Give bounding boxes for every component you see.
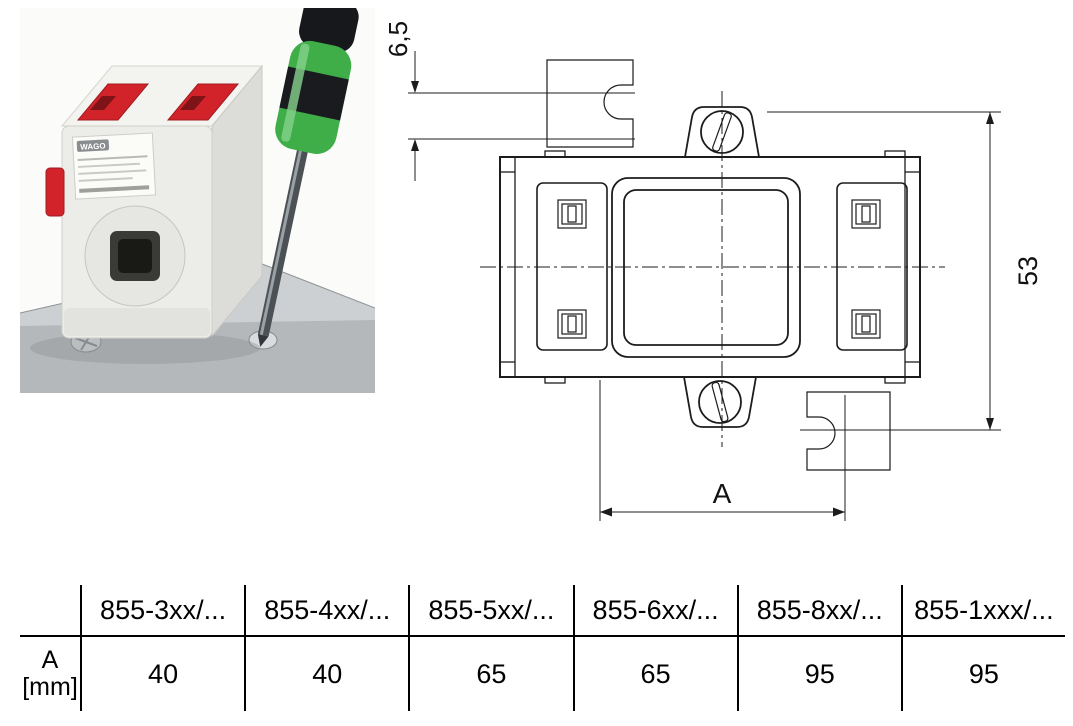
dimension-drawing-container: 6,5 53 A [385,5,1073,540]
right-terminal-block [836,182,908,351]
transformer-body-outline [499,156,921,378]
dim-label-6-5: 6,5 [385,21,413,57]
body-details [500,150,920,384]
row-label-line2: [mm] [22,673,78,701]
top-mounting-ear [684,106,760,158]
dimension-A-lines [599,380,846,521]
col-header-3: 855-6xx/... [572,585,737,637]
dimension-drawing: 6,5 53 A [385,21,1043,521]
row-label-a-mm: A [mm] [20,637,80,711]
dim-label-A: A [713,478,732,509]
screwdriver-tip [257,334,269,347]
col-header-1: 855-4xx/... [244,585,409,637]
table-corner-cell [20,585,80,637]
screwdriver-cap [299,8,359,53]
rail-clip-bottom-detail [806,391,891,471]
col-header-2: 855-5xx/... [408,585,573,637]
col-header-5: 855-1xxx/... [900,585,1065,637]
dimension-53-lines [767,111,1001,431]
ct-window-hole-inner [118,239,152,273]
screwdriver-icon [257,8,359,347]
terminal-screws [557,199,881,339]
product-photo: WAGO [20,8,375,393]
product-label: WAGO [71,132,157,200]
grip-highlight [281,43,310,142]
product-photo-container: WAGO [20,8,375,393]
value-cell-4: 95 [736,637,901,711]
dimension-table: 855-3xx/... 855-4xx/... 855-5xx/... 855-… [20,585,1065,711]
value-cell-2: 65 [408,637,572,711]
rail-clip-top-detail [408,59,635,148]
left-terminal-block [536,182,608,351]
release-latch-red [45,167,65,217]
value-cell-1: 40 [244,637,408,711]
brand-text: WAGO [80,141,106,151]
transformer-device: WAGO [45,64,264,339]
row-label-line1: A [41,645,59,674]
value-cell-3: 65 [572,637,737,711]
dimension-6-5-lines [411,51,419,181]
shaft-highlight [259,142,304,336]
device-foot [64,308,210,336]
bottom-mounting-ear [683,376,757,428]
center-window [611,177,801,358]
wago-logo-box [76,139,110,152]
center-lines [480,91,945,447]
value-cell-0: 40 [80,637,244,711]
col-header-4: 855-8xx/... [736,585,901,637]
device-shadow [30,332,260,364]
value-cell-5: 95 [900,637,1065,711]
dim-label-53: 53 [1013,256,1043,286]
terminal-blocks-red [76,83,240,121]
col-header-0: 855-3xx/... [80,585,245,637]
